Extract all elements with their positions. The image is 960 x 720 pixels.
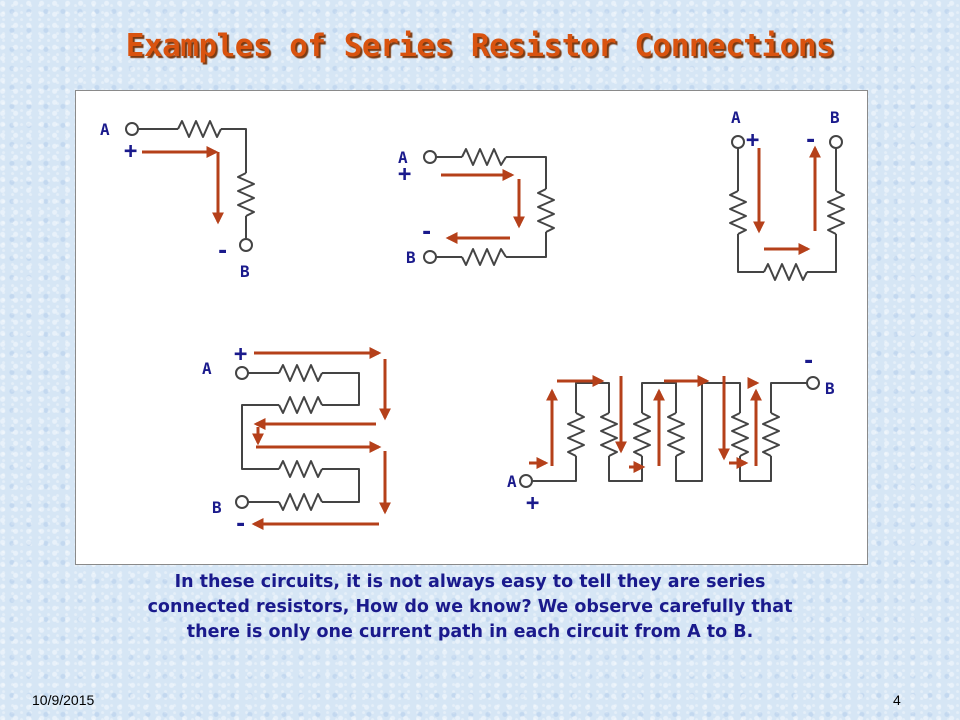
minus-sign-1: - (216, 239, 229, 264)
terminal-b-2 (423, 250, 437, 264)
circuit-2 (423, 148, 555, 266)
terminal-labels: A B A B A B A B A B (100, 108, 840, 517)
label-a-4: A (202, 359, 212, 378)
resistor-3b (763, 263, 808, 281)
resistor-3a (729, 190, 747, 235)
resistor-4c (278, 460, 323, 478)
minus-sign-2: - (420, 220, 433, 245)
terminal-a-2 (423, 150, 437, 164)
resistor-5d (667, 412, 685, 457)
resistor-5a (567, 412, 585, 457)
circuit-3 (729, 135, 845, 281)
plus-sign-2: + (398, 162, 411, 187)
slide-page-number: 4 (893, 692, 901, 708)
circuit-5 (519, 376, 820, 488)
resistor-4a (278, 364, 323, 382)
resistor-3c (827, 190, 845, 235)
label-a-3: A (731, 108, 741, 127)
label-b-2: B (406, 248, 416, 267)
terminal-b-4 (235, 495, 249, 509)
label-b-3: B (830, 108, 840, 127)
terminal-a-1 (125, 122, 139, 136)
terminal-b-5 (806, 376, 820, 390)
caption-line: there is only one current path in each c… (186, 622, 754, 642)
label-a-1: A (100, 120, 110, 139)
caption-line: In these circuits, it is not always easy… (174, 572, 766, 592)
label-a-5: A (507, 472, 517, 491)
slide-caption: In these circuits, it is not always easy… (70, 570, 870, 645)
circuit-1 (125, 120, 255, 252)
label-b-1: B (240, 262, 250, 281)
resistor-5e (731, 412, 749, 457)
series-circuits-diagram: A B A B A B A B A B + - + - + - + - + - (100, 108, 845, 537)
minus-sign-4: - (234, 512, 247, 537)
terminal-a-4 (235, 366, 249, 380)
polarity-signs: + - + - + - + - + - (124, 128, 817, 537)
terminal-b-3 (829, 135, 843, 149)
resistor-5c (633, 412, 651, 457)
caption-line: connected resistors, How do we know? We … (147, 597, 793, 617)
resistor-1b (237, 172, 255, 217)
label-b-4: B (212, 498, 222, 517)
resistor-5b (600, 412, 618, 457)
slide-title: Examples of Series Resistor Connections (125, 28, 835, 64)
terminal-b-1 (239, 238, 253, 252)
minus-sign-5: - (802, 349, 815, 374)
resistor-4b (278, 396, 323, 414)
terminal-a-3 (731, 135, 745, 149)
plus-sign-4: + (234, 342, 247, 367)
resistor-4d (278, 493, 323, 511)
plus-sign-3: + (746, 128, 759, 153)
resistor-2c (461, 248, 507, 266)
resistor-2a (461, 148, 507, 166)
diagram-panel: A B A B A B A B A B + - + - + - + - + - (75, 90, 868, 565)
minus-sign-3: - (804, 128, 817, 153)
resistor-5f (762, 412, 780, 457)
slide-date: 10/9/2015 (32, 692, 95, 708)
plus-sign-1: + (124, 139, 137, 164)
plus-sign-5: + (526, 491, 539, 516)
label-b-5: B (825, 379, 835, 398)
resistor-2b (537, 188, 555, 233)
circuit-4 (235, 364, 360, 511)
resistor-1a (177, 120, 222, 138)
current-arrows (142, 145, 821, 530)
terminal-a-5 (519, 474, 533, 488)
label-a-2: A (398, 148, 408, 167)
